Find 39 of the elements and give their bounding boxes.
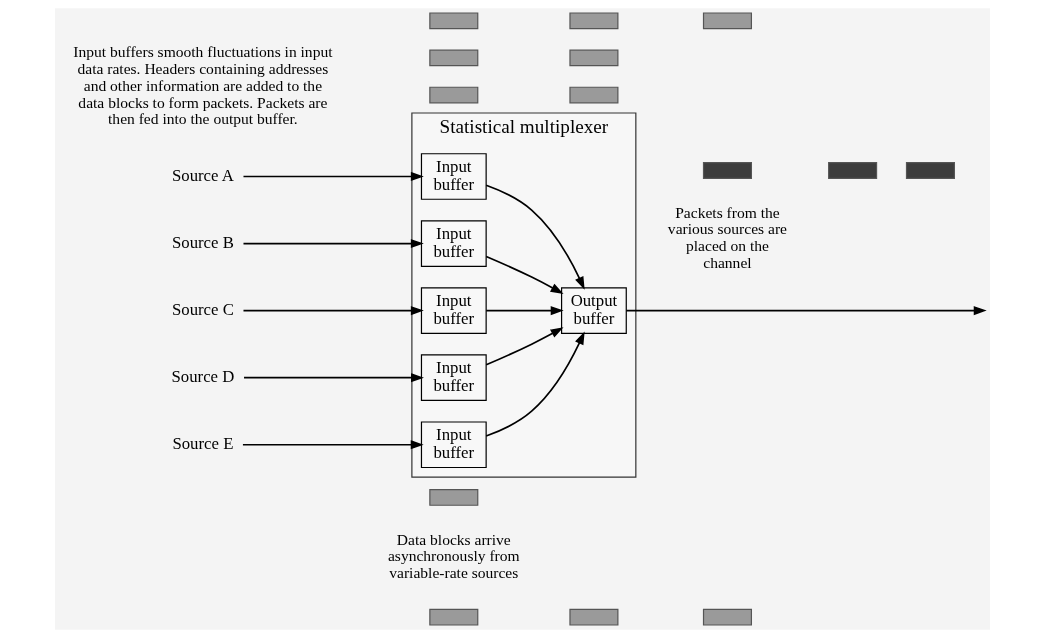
node-text: Source A	[171, 165, 234, 185]
node-bar	[429, 12, 479, 30]
label: Input buffers smooth fluctuations in input data rates. Headers containing addresses and other information are added to the data blocks to form packets. Packets are then fed into the output buffer.	[73, 43, 333, 128]
node-bar	[569, 608, 619, 626]
node-bar	[702, 162, 752, 179]
node-bar	[828, 162, 878, 179]
arrow	[485, 184, 585, 290]
node-box: Input buffer	[420, 153, 487, 200]
arrow	[242, 171, 424, 182]
arrow	[485, 331, 585, 437]
arrow	[242, 306, 424, 316]
node-bar	[429, 49, 479, 67]
node-bar	[429, 608, 479, 626]
arrow	[485, 255, 564, 294]
node-text: Source C	[171, 300, 234, 320]
node-box: Input buffer	[420, 287, 487, 334]
arrow	[242, 239, 424, 249]
arrow	[485, 327, 564, 366]
node-bar	[429, 86, 479, 104]
label: Packets from the various sources are placed on the channel	[667, 203, 788, 271]
node-bar	[905, 162, 955, 179]
node-bar	[569, 12, 619, 30]
arrow	[485, 306, 564, 316]
node-text: Source D	[171, 367, 235, 387]
node-bar	[569, 49, 619, 67]
arrow	[243, 373, 424, 383]
node-text: Source B	[171, 232, 234, 252]
node-bar	[702, 12, 752, 30]
node-box: Output buffer	[561, 287, 627, 334]
node-box: Input buffer	[420, 421, 487, 469]
node-box: Input buffer	[420, 220, 487, 267]
arrow	[625, 306, 987, 316]
node-box: Input buffer	[420, 354, 487, 402]
node-text: Source E	[172, 434, 234, 454]
node-bar	[429, 489, 479, 506]
node-bar	[702, 608, 752, 626]
arrow	[242, 440, 424, 450]
node-bar	[569, 86, 619, 104]
label: Data blocks arrive asynchronously from variable-rate sources	[387, 530, 520, 582]
